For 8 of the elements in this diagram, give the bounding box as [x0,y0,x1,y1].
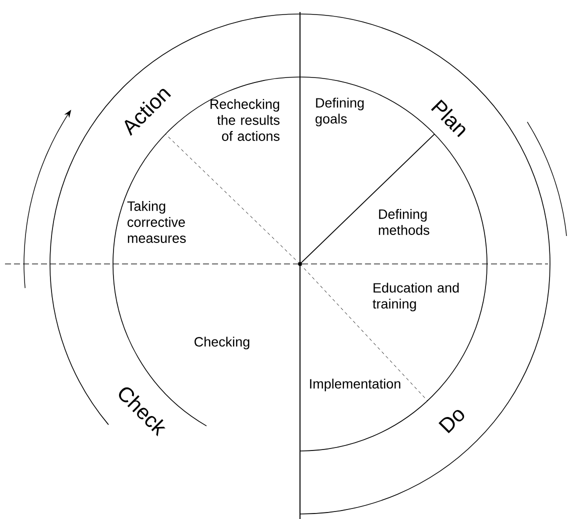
step-label: Defining methods [378,209,430,235]
step-label: Checking [194,336,250,350]
step-label: Rechecking the results of actions [210,99,280,141]
step-label: Defining goals [316,98,364,126]
step-label: Taking corrective measures [127,201,186,243]
phase-label: Do [438,410,464,434]
step-label: Education and training [372,282,459,312]
step-label: Implementation [310,378,400,392]
